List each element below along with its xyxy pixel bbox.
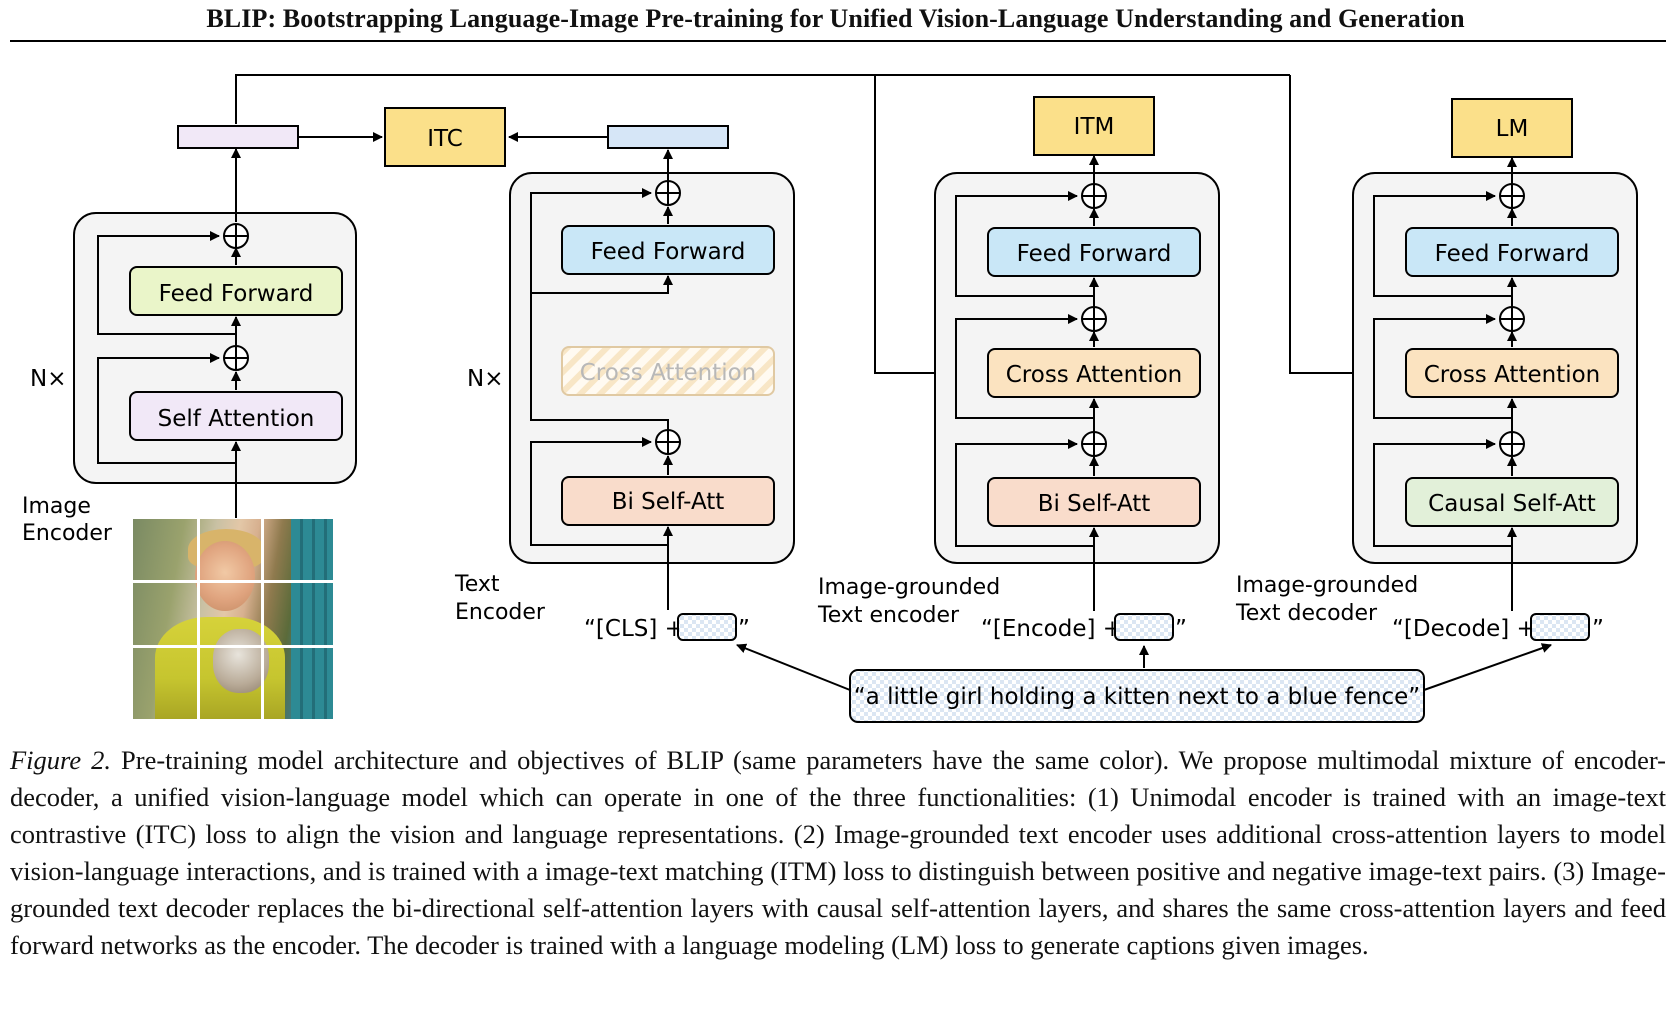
grounded-encoder-feed-forward-label: Feed Forward bbox=[1017, 241, 1172, 267]
text-cross-attention-disabled-label: Cross Attention bbox=[580, 360, 757, 386]
image-self-attention-box bbox=[129, 391, 343, 441]
image-feed-forward-box bbox=[129, 266, 343, 316]
header-rule bbox=[10, 40, 1666, 42]
text-feed-forward-box bbox=[561, 225, 775, 275]
blip-architecture-diagram: Feed Forward Self Attention N× Image Enc… bbox=[22, 74, 1638, 723]
grounded-decoder-residual-add-icon bbox=[1499, 306, 1525, 332]
image-encoder-label: Image bbox=[22, 494, 91, 519]
text-feed-forward-label: Feed Forward bbox=[591, 239, 746, 265]
grounded-encoder-feed-forward-box bbox=[987, 227, 1201, 277]
text-encoder: Feed Forward Cross Attention Bi Self-Att bbox=[509, 149, 795, 610]
grounded-encoder-bi-self-att-box bbox=[987, 477, 1201, 527]
cls-input-suffix: ” bbox=[738, 616, 750, 642]
figure-caption-text: Pre-training model architecture and obje… bbox=[10, 745, 1666, 960]
cls-input-prefix: “[CLS] + bbox=[584, 616, 684, 642]
encode-input-suffix: ” bbox=[1175, 616, 1187, 642]
lm-loss-box bbox=[1451, 98, 1573, 158]
grounded-decoder-label: Image-grounded bbox=[1236, 573, 1418, 598]
image-encoder-repeat-label: N× bbox=[30, 366, 66, 392]
text-bi-self-att-box bbox=[561, 476, 775, 526]
image-residual-add-icon bbox=[223, 223, 249, 249]
grounded-encoder-cross-attention-label: Cross Attention bbox=[1006, 362, 1183, 388]
grounded-decoder-residual-add-icon bbox=[1499, 183, 1525, 209]
grounded-encoder-bi-self-att-label: Bi Self-Att bbox=[1038, 491, 1151, 517]
text-encoder-repeat-label: N× bbox=[467, 366, 503, 392]
grounded-decoder-cross-attention-box bbox=[1405, 348, 1619, 398]
text-encoder-label: Encoder bbox=[455, 600, 546, 625]
text-residual-add-icon bbox=[655, 429, 681, 455]
paper-header-title: BLIP: Bootstrapping Language-Image Pre-t… bbox=[206, 4, 1465, 33]
image-encoder: Feed Forward Self Attention bbox=[73, 148, 357, 518]
image-grounded-text-encoder: Feed Forward Cross Attention Bi Self-Att bbox=[934, 155, 1220, 611]
image-residual-add-icon bbox=[223, 345, 249, 371]
image-encoder-label: Encoder bbox=[22, 521, 113, 546]
decode-text-token-box bbox=[1530, 613, 1590, 641]
grounded-encoder-cross-attention-box bbox=[987, 348, 1201, 398]
image-embedding-bar bbox=[177, 125, 299, 149]
grounded-encoder-residual-add-icon bbox=[1081, 306, 1107, 332]
image-feed-forward-label: Feed Forward bbox=[159, 281, 314, 307]
encode-input-prefix: “[Encode] + bbox=[981, 616, 1122, 642]
lm-loss-label: LM bbox=[1496, 116, 1529, 142]
grounded-decoder-residual-add-icon bbox=[1499, 431, 1525, 457]
text-embedding-bar bbox=[607, 125, 729, 149]
input-caption-text: “a little girl holding a kitten next to … bbox=[854, 684, 1420, 710]
image-grounded-text-decoder: Feed Forward Cross Attention Causal Self… bbox=[1352, 157, 1638, 611]
grounded-encoder-label: Image-grounded bbox=[818, 575, 1000, 600]
grounded-decoder-cross-attention-label: Cross Attention bbox=[1424, 362, 1601, 388]
figure-caption: Figure 2. Pre-training model architectur… bbox=[10, 742, 1666, 964]
cls-text-token-box bbox=[677, 613, 737, 641]
grounded-encoder-label: Text encoder bbox=[817, 603, 960, 628]
grounded-decoder-causal-self-att-label: Causal Self-Att bbox=[1428, 491, 1596, 517]
grounded-decoder-feed-forward-box bbox=[1405, 227, 1619, 277]
grounded-decoder-label: Text decoder bbox=[1235, 601, 1378, 626]
decode-input-prefix: “[Decode] + bbox=[1392, 616, 1536, 642]
input-image-photo bbox=[133, 519, 333, 719]
itc-loss-box bbox=[384, 107, 506, 167]
grounded-encoder-residual-add-icon bbox=[1081, 431, 1107, 457]
input-caption-box bbox=[849, 669, 1425, 723]
text-residual-add-icon bbox=[655, 180, 681, 206]
itm-loss-box bbox=[1033, 96, 1155, 156]
grounded-encoder-residual-add-icon bbox=[1081, 183, 1107, 209]
text-bi-self-att-label: Bi Self-Att bbox=[612, 489, 725, 515]
grounded-decoder-feed-forward-label: Feed Forward bbox=[1435, 241, 1590, 267]
grounded-decoder-causal-self-att-box bbox=[1405, 477, 1619, 527]
encode-text-token-box bbox=[1114, 613, 1174, 641]
itc-loss-label: ITC bbox=[427, 126, 463, 152]
image-self-attention-label: Self Attention bbox=[158, 406, 315, 432]
figure-caption-label: Figure 2. bbox=[10, 745, 112, 775]
text-cross-attention-disabled-box bbox=[561, 346, 775, 396]
decode-input-suffix: ” bbox=[1592, 616, 1604, 642]
image-encoder-block bbox=[73, 212, 357, 484]
text-encoder-label: Text bbox=[454, 572, 500, 597]
itm-loss-label: ITM bbox=[1074, 114, 1115, 140]
